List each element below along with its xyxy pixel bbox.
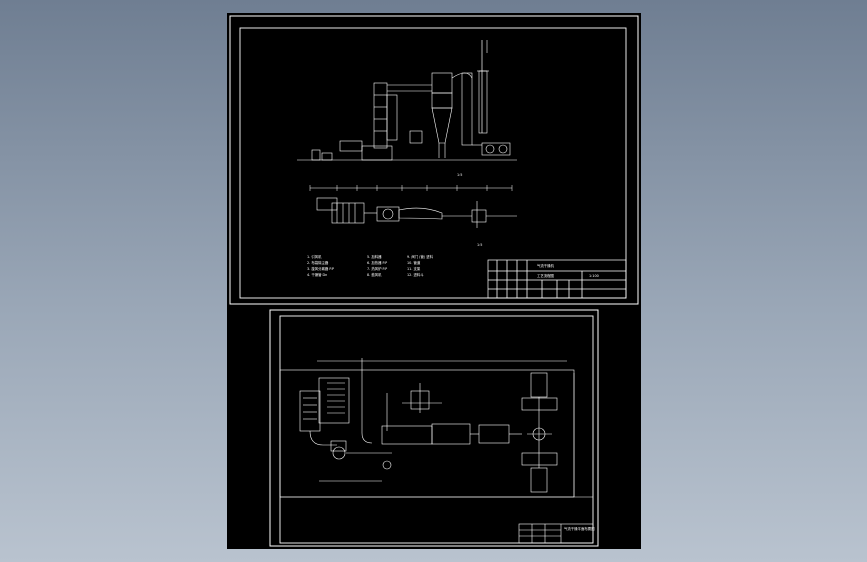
legend-item-5: 5. 加料器 (367, 254, 382, 259)
legend-item-3: 3. 旋风分离器 P.P (307, 266, 334, 271)
bottom-sheet-text: 气流干燥平面布置图 (564, 526, 595, 531)
cad-drawing: 1:5 1:5 1. 引风机 2. 布袋除尘器 3. 旋风分离器 P.P 4. … (229, 15, 639, 547)
top-subtitle: 工艺流程图 (537, 273, 555, 278)
legend-item-1: 1. 引风机 (307, 254, 322, 259)
bottom-title: 气流干燥平面布置图 (564, 526, 595, 531)
dimension-line (309, 185, 513, 191)
legend-item-11: 11. 支架 (407, 266, 421, 271)
legend-item-6: 6. 加热器 P.P (367, 260, 387, 265)
elevation-drawing (297, 40, 517, 161)
top-sheet (229, 15, 639, 305)
bottom-sheet (269, 309, 599, 547)
top-title: 气流干燥机 (537, 263, 555, 268)
view-caption-1: 1:5 (457, 173, 462, 177)
legend-item-10: 10. 管道 (407, 260, 421, 265)
top-sheet-text: 1:5 1:5 1. 引风机 2. 布袋除尘器 3. 旋风分离器 P.P 4. … (307, 173, 599, 278)
view-caption-2: 1:5 (477, 243, 482, 247)
top-scale: 1:100 (589, 274, 599, 278)
legend-item-7: 7. 热风炉 P.P (367, 266, 387, 271)
legend-item-2: 2. 布袋除尘器 (307, 260, 329, 265)
plan-layout (299, 358, 558, 493)
bottom-title-block (518, 523, 594, 544)
legend-item-12: 12. 进料斗 (407, 272, 424, 277)
legend-item-8: 8. 鼓风机 (367, 272, 382, 277)
cad-drawing-canvas[interactable]: 1:5 1:5 1. 引风机 2. 布袋除尘器 3. 旋风分离器 P.P 4. … (227, 13, 641, 549)
legend-item-9: 9. 阀门 (管) 进料 (407, 254, 434, 259)
legend-item-4: 4. 干燥管 Dn (307, 272, 327, 277)
plan-view-top (316, 197, 517, 228)
top-title-block (487, 259, 627, 299)
